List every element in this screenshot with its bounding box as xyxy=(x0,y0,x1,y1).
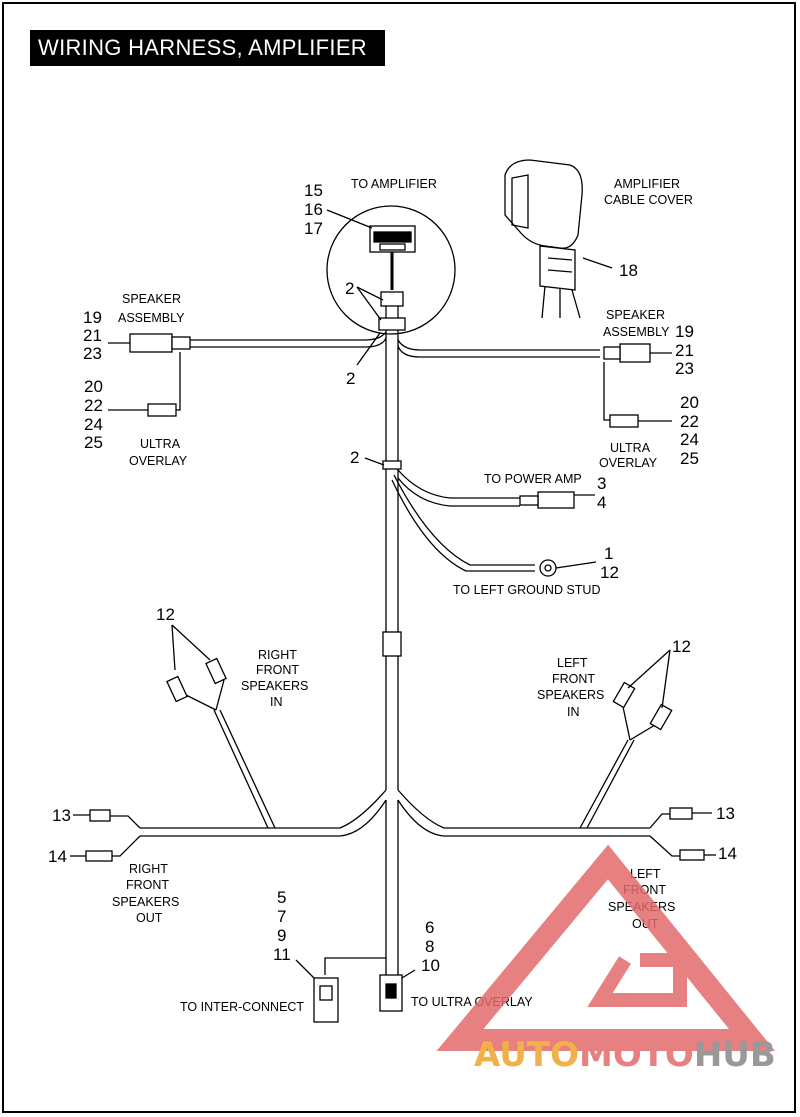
callout-12-ground: 12 xyxy=(600,563,619,582)
watermark-auto: AUTO xyxy=(474,1035,579,1075)
page-title: WIRING HARNESS, AMPLIFIER xyxy=(30,30,385,66)
leader-lines xyxy=(326,209,597,569)
left-front-speakers-in xyxy=(579,649,673,829)
label-rfs-in-3: SPEAKERS xyxy=(241,679,308,693)
main-trunk xyxy=(378,291,406,975)
svg-text:AUTOMOTOHUB: AUTOMOTOHUB xyxy=(474,1035,776,1075)
label-lfs-in-1: LEFT xyxy=(557,656,588,670)
watermark-hub: HUB xyxy=(694,1035,776,1075)
label-to-left-ground: TO LEFT GROUND STUD xyxy=(453,583,600,597)
callout-15: 15 xyxy=(304,181,323,200)
label-speaker-left-1: SPEAKER xyxy=(122,292,181,306)
label-speaker-left-2: ASSEMBLY xyxy=(118,311,185,325)
lower-split xyxy=(140,789,650,837)
callout-numbers: 15 16 17 18 2 2 2 19 21 23 20 22 24 25 1… xyxy=(48,181,737,975)
callout-6: 6 xyxy=(425,918,434,937)
label-rfs-in-1: RIGHT xyxy=(258,648,297,662)
label-rfs-out-1: RIGHT xyxy=(129,862,168,876)
label-ultra-right-2: OVERLAY xyxy=(599,456,658,470)
label-speaker-right-1: SPEAKER xyxy=(606,308,665,322)
label-to-inter-connect: TO INTER-CONNECT xyxy=(180,1000,304,1014)
callout-left-21: 21 xyxy=(83,326,102,345)
callout-2-lower: 2 xyxy=(350,448,359,467)
callout-left-19: 19 xyxy=(83,308,102,327)
label-to-power-amp: TO POWER AMP xyxy=(484,472,582,486)
callout-16: 16 xyxy=(304,200,323,219)
callout-left-23: 23 xyxy=(83,344,102,363)
right-front-speakers-out-connectors xyxy=(70,809,141,862)
callout-5: 5 xyxy=(277,888,286,907)
callout-13-right: 13 xyxy=(716,804,735,823)
callout-right-21: 21 xyxy=(675,341,694,360)
label-rfs-in-2: FRONT xyxy=(256,663,299,677)
callout-left-22: 22 xyxy=(84,396,103,415)
label-rfs-out-4: OUT xyxy=(136,911,163,925)
callout-9: 9 xyxy=(277,926,286,945)
label-rfs-out-2: FRONT xyxy=(126,878,169,892)
callout-left-25: 25 xyxy=(84,433,103,452)
callout-18: 18 xyxy=(619,261,638,280)
detail-circle xyxy=(326,205,456,335)
label-rfs-out-3: SPEAKERS xyxy=(112,895,179,909)
label-to-amplifier: TO AMPLIFIER xyxy=(351,177,437,191)
power-amp-branch xyxy=(397,469,575,509)
callout-right-19: 19 xyxy=(675,322,694,341)
speaker-branch-left xyxy=(108,331,387,417)
label-ultra-right-1: ULTRA xyxy=(610,441,651,455)
callout-13-left: 13 xyxy=(52,806,71,825)
callout-12-right: 12 xyxy=(156,605,175,624)
callout-left-20: 20 xyxy=(84,377,103,396)
callout-right-25: 25 xyxy=(680,449,699,468)
ground-branch xyxy=(391,474,557,577)
left-front-speakers-out-connectors xyxy=(649,807,716,861)
watermark-moto: MOTO xyxy=(579,1035,694,1075)
ultra-overlay-connector xyxy=(379,969,416,1012)
callout-10: 10 xyxy=(421,956,440,975)
label-speaker-right-2: ASSEMBLY xyxy=(603,325,670,339)
label-lfs-out-1: LEFT xyxy=(630,867,661,881)
right-front-speakers-in xyxy=(166,624,276,829)
callout-14-right: 14 xyxy=(718,844,737,863)
label-ultra-left-2: OVERLAY xyxy=(129,454,188,468)
callout-12-left: 12 xyxy=(672,637,691,656)
label-amp-cover-2: CABLE COVER xyxy=(604,193,693,207)
watermark-logo: AUTOMOTOHUB xyxy=(436,844,776,1075)
callout-17: 17 xyxy=(304,219,323,238)
speaker-branch-right xyxy=(397,339,672,428)
callout-right-24: 24 xyxy=(680,430,699,449)
label-lfs-in-2: FRONT xyxy=(552,672,595,686)
callout-2-top: 2 xyxy=(345,279,354,298)
callout-2-mid: 2 xyxy=(346,369,355,388)
label-lfs-in-3: SPEAKERS xyxy=(537,688,604,702)
label-to-ultra-overlay: TO ULTRA OVERLAY xyxy=(411,995,533,1009)
callout-14-left: 14 xyxy=(48,847,67,866)
callout-left-24: 24 xyxy=(84,415,103,434)
label-lfs-in-4: IN xyxy=(567,705,580,719)
label-amp-cover-1: AMPLIFIER xyxy=(614,177,680,191)
amplifier-cable-cover xyxy=(504,159,613,319)
callout-right-23: 23 xyxy=(675,359,694,378)
callout-7: 7 xyxy=(277,907,286,926)
callout-8: 8 xyxy=(425,937,434,956)
callout-4: 4 xyxy=(597,493,606,512)
watermark-g-icon xyxy=(587,953,687,1007)
callout-11: 11 xyxy=(273,945,291,964)
callout-right-22: 22 xyxy=(680,412,699,431)
callout-3: 3 xyxy=(597,474,606,493)
watermark-triangle-icon xyxy=(436,844,776,1051)
amplifier-connector xyxy=(369,225,416,290)
callout-1: 1 xyxy=(604,544,613,563)
callout-right-20: 20 xyxy=(680,393,699,412)
label-rfs-in-4: IN xyxy=(270,695,283,709)
inter-connect-connector xyxy=(295,957,386,1023)
label-ultra-left-1: ULTRA xyxy=(140,437,181,451)
